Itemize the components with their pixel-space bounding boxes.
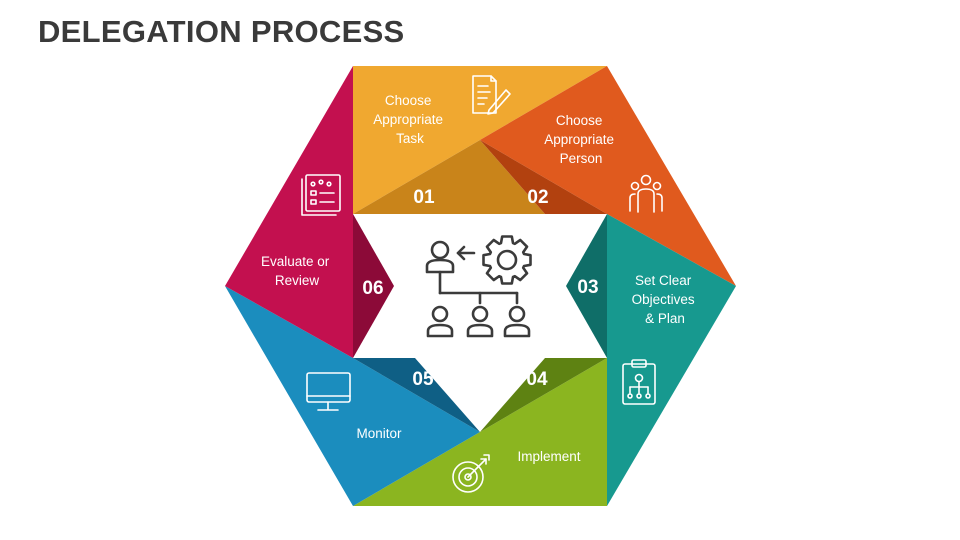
clipboard-plan-icon [622, 359, 656, 405]
step-01-label: Choose Appropriate Task [373, 93, 447, 146]
step-03-shade [566, 214, 607, 358]
step-06-shade [353, 214, 394, 358]
document-pen-icon [472, 75, 511, 115]
review-board-icon [301, 174, 341, 216]
step-02-shade [480, 140, 607, 214]
monitor-icon [306, 372, 351, 411]
step-04-label: Implement [517, 449, 580, 464]
page-title: DELEGATION PROCESS [38, 14, 405, 49]
step-02-number: 02 [527, 187, 548, 208]
step-06-label: Evaluate or Review [261, 254, 333, 288]
step-03-panel [607, 214, 736, 506]
step-04-shade [480, 358, 607, 432]
step-06-number: 06 [362, 278, 383, 299]
step-02-segment[interactable]: Choose Appropriate Person 02 [480, 66, 736, 286]
step-03-number: 03 [577, 277, 598, 298]
step-01-number: 01 [413, 187, 435, 208]
step-03-segment[interactable]: Set Clear Objectives & Plan 03 [566, 214, 736, 506]
step-01-shade [353, 140, 545, 214]
step-05-number: 05 [412, 369, 434, 390]
step-03-label: Set Clear Objectives & Plan [632, 273, 699, 326]
step-06-segment[interactable]: Evaluate or Review 06 [225, 66, 394, 358]
step-02-panel [480, 66, 736, 286]
delegation-hierarchy-gear-icon [425, 235, 532, 338]
step-06-panel [225, 66, 353, 358]
people-group-icon [629, 174, 663, 213]
step-05-shade [353, 358, 480, 432]
step-05-label: Monitor [356, 426, 402, 441]
step-04-number: 04 [526, 369, 548, 390]
step-05-segment[interactable]: Monitor 05 [225, 286, 480, 506]
step-05-panel [225, 286, 480, 506]
target-icon [452, 454, 490, 493]
step-02-label: Choose Appropriate Person [544, 113, 618, 166]
